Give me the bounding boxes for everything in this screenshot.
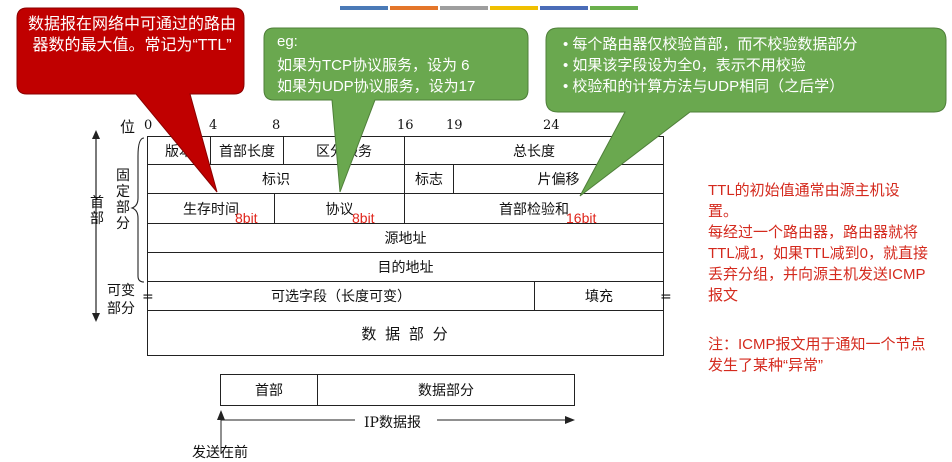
- bit-tick-8: 8: [272, 118, 281, 133]
- side-brackets: [92, 130, 145, 322]
- protocol-callout-line3: 如果为UDP协议服务，设为17: [277, 78, 476, 95]
- bit-tick-16: 16: [397, 118, 414, 133]
- field-data: 数 据 部 分: [147, 310, 664, 356]
- checksum-bit-size: 16bit: [566, 210, 597, 226]
- field-options: 可选字段（长度可变）: [147, 281, 535, 311]
- field-identification: 标识: [147, 164, 405, 194]
- header-bar-4: [490, 6, 538, 10]
- ttl-callout-shape: [16, 7, 245, 193]
- header-bar-6: [590, 6, 638, 10]
- datagram-label: IP数据报: [360, 412, 425, 432]
- field-fragment-offset: 片偏移: [453, 164, 664, 194]
- header-bar-1: [340, 6, 388, 10]
- bit-ruler-label: 位: [120, 118, 136, 136]
- datagram-header-box: 首部: [220, 374, 318, 406]
- checksum-callout-item-2: • 如果该字段设为全0，表示不用校验: [563, 57, 806, 74]
- protocol-callout-shape: [263, 27, 529, 193]
- left-equal-marker: =: [142, 289, 154, 305]
- side-label-variable: 可变部分: [107, 283, 135, 317]
- field-destination-address: 目的地址: [147, 252, 664, 282]
- header-bar-5: [540, 6, 588, 10]
- bit-tick-24: 24: [543, 118, 560, 133]
- ttl-initial-note: TTL的初始值通常由源主机设置。: [708, 182, 900, 220]
- datagram-data-box: 数据部分: [317, 374, 575, 406]
- bit-tick-4: 4: [209, 118, 218, 133]
- icmp-note: 注：ICMP报文用于通知一个节点发生了某种“异常”: [708, 336, 926, 374]
- checksum-callout-item-3: • 校验和的计算方法与UDP相同（之后学）: [563, 78, 845, 95]
- bit-tick-19: 19: [446, 118, 463, 133]
- ttl-decrement-note: 每经过一个路由器，路由器就将TTL减1，如果TTL减到0，就直接丢弃分组，并向源…: [708, 224, 929, 304]
- header-bar-2: [390, 6, 438, 10]
- ttl-callout-text: 数据报在网络中可通过的路由器数的最大值。常记为“TTL”: [28, 16, 237, 54]
- protocol-bit-size: 8bit: [352, 210, 375, 226]
- field-header-checksum: 首部检验和: [404, 193, 664, 224]
- field-ttl: 生存时间: [147, 193, 275, 224]
- send-first-label: 发送在前: [192, 445, 248, 461]
- field-header-length: 首部长度: [210, 136, 284, 165]
- header-bar-3: [440, 6, 488, 10]
- side-label-fixed: 固定部分: [116, 168, 130, 232]
- bit-tick-0: 0: [144, 118, 153, 133]
- side-label-header: 首部: [90, 195, 104, 227]
- field-flags: 标志: [404, 164, 454, 194]
- field-source-address: 源地址: [147, 223, 664, 253]
- checksum-callout-item-1: • 每个路由器仅校验首部，而不校验数据部分: [563, 36, 858, 53]
- checksum-callout-shape: [545, 27, 947, 197]
- protocol-callout-line1: eg:: [277, 33, 298, 50]
- datagram-span-arrows: [217, 410, 575, 454]
- ttl-bit-size: 8bit: [235, 210, 258, 226]
- protocol-callout-line2: 如果为TCP协议服务，设为 6: [277, 57, 470, 74]
- field-padding: 填充: [534, 281, 664, 311]
- right-equal-marker: =: [660, 289, 672, 305]
